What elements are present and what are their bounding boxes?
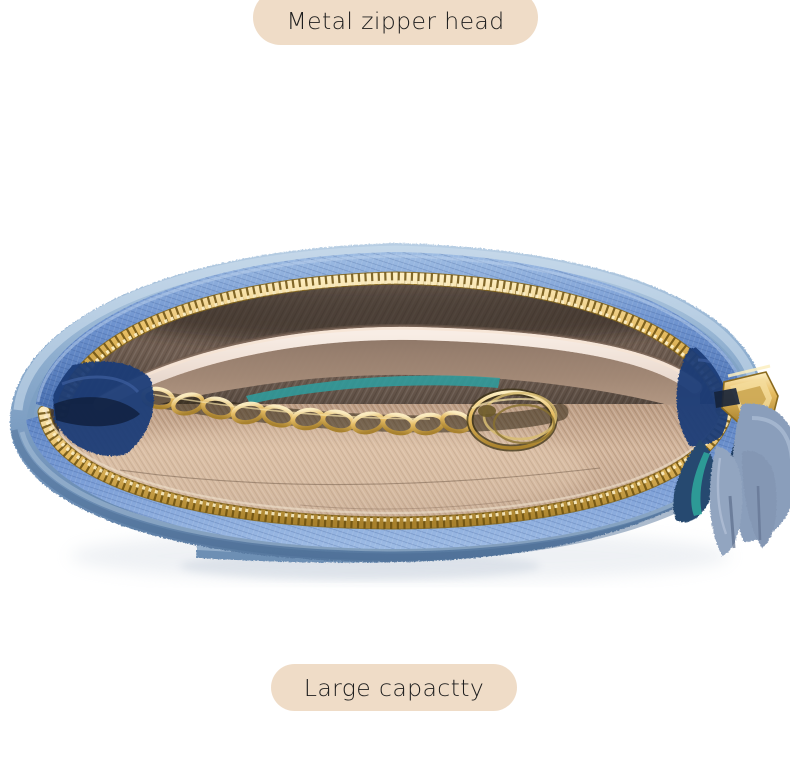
inner-zip-pocket	[93, 323, 703, 420]
key-ring-clasp	[466, 388, 558, 452]
caption-pill-top: Metal zipper head	[253, 0, 538, 45]
caption-bottom-label: Large capactty	[303, 673, 485, 702]
leather-tassel	[673, 403, 790, 556]
zipper-upper	[36, 252, 748, 419]
caption-pill-bottom: Large capactty	[271, 664, 517, 711]
caption-top-label: Metal zipper head	[286, 7, 505, 35]
